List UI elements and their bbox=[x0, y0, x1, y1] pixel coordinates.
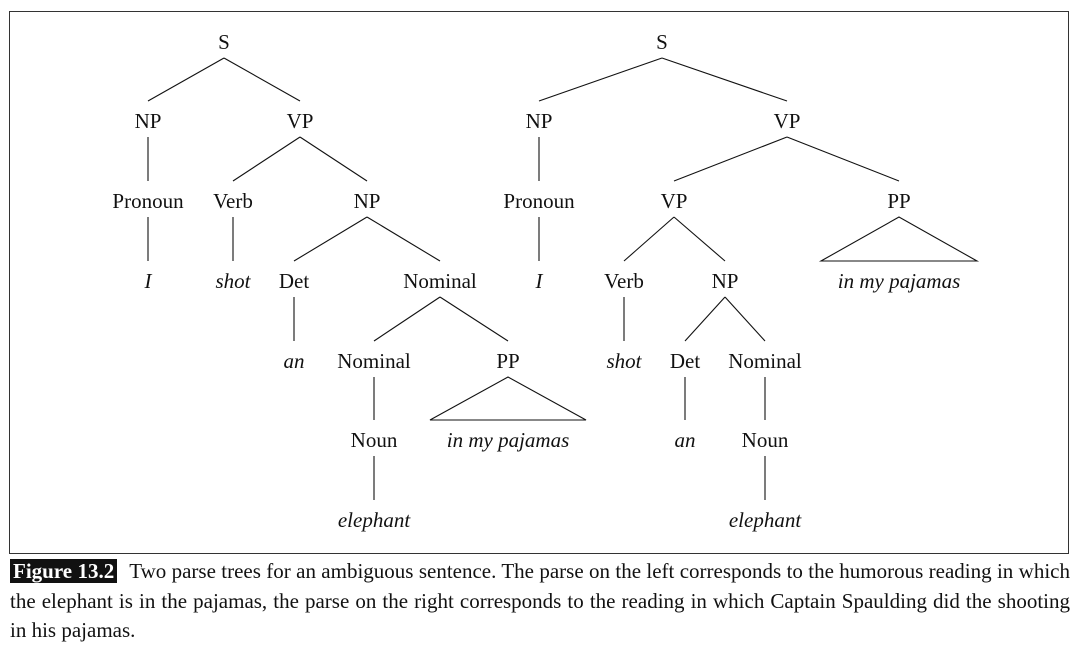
left-node-pp-pp: PP bbox=[496, 349, 519, 373]
right-node-np2-np: NP bbox=[712, 269, 739, 293]
right-node-noun-noun: Noun bbox=[742, 428, 789, 452]
figure-label: Figure 13.2 bbox=[10, 559, 118, 583]
right-node-an-an: an bbox=[675, 428, 696, 452]
left-edge-np2-det bbox=[293, 216, 368, 262]
right-node-vp1-vp: VP bbox=[774, 109, 801, 133]
right-node-det-det: Det bbox=[670, 349, 700, 373]
right-edge-vp1-vp2 bbox=[673, 136, 788, 182]
right-edge-vp2-np2 bbox=[673, 216, 726, 262]
left-edge-nom1-nom2 bbox=[373, 296, 441, 342]
left-node-shot-shot: shot bbox=[215, 269, 251, 293]
right-edge-np2-det bbox=[684, 296, 726, 342]
left-edge-s-np1 bbox=[147, 57, 225, 102]
left-edge-vp1-verb bbox=[232, 136, 301, 182]
right-edge-vp1-pp bbox=[786, 136, 900, 182]
right-node-vp2-vp: VP bbox=[661, 189, 688, 213]
right-node-paj-in-my-pajamas: in my pajamas bbox=[838, 269, 961, 293]
left-node-pron-pronoun: Pronoun bbox=[112, 189, 184, 213]
left-node-np2-np: NP bbox=[354, 189, 381, 213]
left-triangle-pp bbox=[429, 376, 587, 421]
right-node-verb-verb: Verb bbox=[604, 269, 644, 293]
right-triangle-pp bbox=[818, 216, 980, 262]
left-node-noun-noun: Noun bbox=[351, 428, 398, 452]
right-node-s-s: S bbox=[656, 30, 668, 54]
left-edge-np2-nom1 bbox=[366, 216, 441, 262]
left-node-s-s: S bbox=[218, 30, 230, 54]
left-node-det-det: Det bbox=[279, 269, 309, 293]
right-node-pron-pronoun: Pronoun bbox=[503, 189, 575, 213]
right-node-ele-elephant: elephant bbox=[729, 508, 802, 532]
left-edge-s-vp1 bbox=[223, 57, 301, 102]
right-edge-s-vp1 bbox=[661, 57, 788, 102]
left-edge-vp1-np2 bbox=[299, 136, 368, 182]
left-node-i-i: I bbox=[144, 269, 153, 293]
left-node-ele-elephant: elephant bbox=[338, 508, 411, 532]
left-node-an-an: an bbox=[284, 349, 305, 373]
right-node-shot-shot: shot bbox=[606, 349, 642, 373]
right-edge-vp2-verb bbox=[623, 216, 675, 262]
right-edge-np2-nom bbox=[724, 296, 766, 342]
left-node-vp1-vp: VP bbox=[287, 109, 314, 133]
left-node-nom2-nominal: Nominal bbox=[337, 349, 411, 373]
caption-text: Two parse trees for an ambiguous sentenc… bbox=[10, 559, 1070, 642]
right-edge-s-np1 bbox=[538, 57, 663, 102]
right-node-np1-np: NP bbox=[526, 109, 553, 133]
left-node-verb-verb: Verb bbox=[213, 189, 253, 213]
figure-frame bbox=[9, 11, 1069, 554]
right-node-i-i: I bbox=[535, 269, 544, 293]
right-node-pp-pp: PP bbox=[887, 189, 910, 213]
left-node-nom1-nominal: Nominal bbox=[403, 269, 477, 293]
left-node-np1-np: NP bbox=[135, 109, 162, 133]
right-node-nom-nominal: Nominal bbox=[728, 349, 802, 373]
left-edge-nom1-pp bbox=[439, 296, 509, 342]
left-node-paj-in-my-pajamas: in my pajamas bbox=[447, 428, 570, 452]
